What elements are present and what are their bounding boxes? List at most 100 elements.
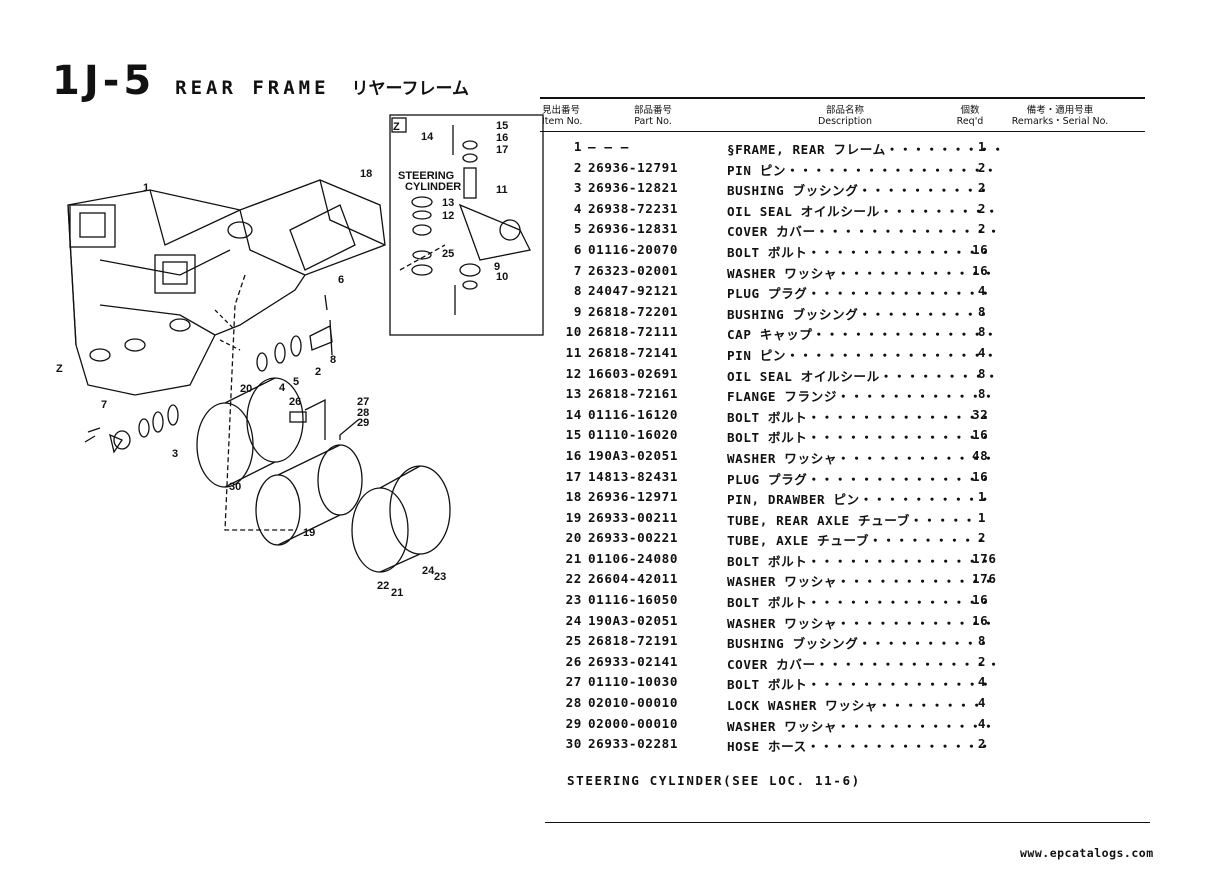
bottom-rule <box>545 822 1150 823</box>
required-quantity: 1 <box>977 489 986 505</box>
part-description: FLANGE フランジ・・・・・・・・・・・・ <box>727 389 996 405</box>
item-number: 20 <box>565 530 582 546</box>
part-number: 02000-00010 <box>588 715 679 731</box>
part-description: PIN ピン・・・・・・・・・・・・・・・・ <box>727 162 998 178</box>
part-number: 01110-10030 <box>588 674 679 690</box>
required-quantity: 4 <box>977 344 986 360</box>
item-number: 17 <box>565 468 582 484</box>
header-description: 部品名称 Description <box>817 105 873 127</box>
item-number: 2 <box>573 159 582 175</box>
required-quantity: 2 <box>977 221 986 237</box>
part-description: BOLT ボルト・・・・・・・・・・・・・・ <box>727 430 993 446</box>
item-number: 23 <box>565 592 582 608</box>
part-number: 24047-92121 <box>588 283 679 299</box>
item-number: 26 <box>565 653 582 669</box>
required-quantity: 32 <box>972 406 989 422</box>
part-number: 26933-02141 <box>588 653 679 669</box>
part-number: ― ― ― <box>588 139 629 154</box>
item-number: 9 <box>573 303 582 319</box>
part-number: 26936-12791 <box>588 159 679 175</box>
part-description: PIN, DRAWBER ピン・・・・・・・・・・ <box>727 492 992 508</box>
part-number: 26604-42011 <box>588 571 679 587</box>
table-row: 18 26936-12971 PIN, DRAWBER ピン・・・・・・・・・・1 <box>540 487 1145 508</box>
required-quantity: 176 <box>972 571 997 587</box>
item-number: 6 <box>573 241 582 257</box>
part-description: BUSHING ブッシング・・・・・・・・・・ <box>727 306 991 322</box>
part-number: 26936-12971 <box>588 489 679 505</box>
exploded-parts-diagram <box>67 114 544 573</box>
required-quantity: 8 <box>977 303 986 319</box>
required-quantity: 8 <box>977 633 986 649</box>
item-number: 16 <box>565 447 582 463</box>
item-number: 29 <box>565 715 582 731</box>
item-number: 30 <box>565 736 582 752</box>
part-description: WASHER ワッシャ・・・・・・・・・・・・ <box>727 450 996 466</box>
required-quantity: 4 <box>977 674 986 690</box>
item-number: 1 <box>573 139 582 154</box>
part-number: 26936-12831 <box>588 221 679 237</box>
required-quantity: 2 <box>977 159 986 175</box>
part-description: PLUG プラグ・・・・・・・・・・・・・・ <box>727 286 993 302</box>
part-description: BUSHING ブッシング・・・・・・・・・・ <box>727 636 991 652</box>
required-quantity: 1 <box>977 139 986 154</box>
table-row: 9 26818-72201 BUSHING ブッシング・・・・・・・・・・8 <box>540 302 1145 323</box>
part-number: 190A3-02051 <box>588 612 679 628</box>
section-title-english: REAR FRAME <box>175 77 330 99</box>
item-number: 10 <box>565 324 582 340</box>
part-description: TUBE, REAR AXLE チューブ・・・・・ <box>727 512 976 528</box>
part-description: WASHER ワッシャ・・・・・・・・・・・・ <box>727 265 996 281</box>
part-description: CAP キャップ・・・・・・・・・・・・・・ <box>727 327 998 343</box>
part-number: 01106-24080 <box>588 550 679 566</box>
header-remarks: 備考・適用号車 Remarks・Serial No. <box>1011 105 1109 127</box>
item-number: 27 <box>565 674 582 690</box>
table-header: 見出番号 Item No. 部品番号 Part No. 部品名称 Descrip… <box>540 97 1145 132</box>
header-required-qty: 個数 Req'd <box>956 105 984 127</box>
item-number: 7 <box>573 262 582 278</box>
part-description: BOLT ボルト・・・・・・・・・・・・・・ <box>727 244 993 260</box>
section-code: 1J-5 <box>52 58 156 104</box>
item-number: 14 <box>565 406 582 422</box>
required-quantity: 16 <box>972 241 989 257</box>
required-quantity: 2 <box>977 180 986 196</box>
part-description: BOLT ボルト・・・・・・・・・・・・・・ <box>727 553 993 569</box>
steering-cylinder-note: STEERING CYLINDER(SEE LOC. 11-6) <box>567 773 861 788</box>
item-number: 11 <box>565 344 582 360</box>
axle-tubes-drawing <box>196 377 451 573</box>
part-description: BUSHING ブッシング・・・・・・・・・・ <box>727 183 991 199</box>
item-number: 18 <box>565 489 582 505</box>
required-quantity: 1 <box>977 509 986 525</box>
part-description: COVER カバー・・・・・・・・・・・・・・ <box>727 224 1001 240</box>
required-quantity: 16 <box>972 592 989 608</box>
rear-frame-drawing <box>67 179 386 531</box>
required-quantity: 16 <box>972 468 989 484</box>
parts-list-table: 見出番号 Item No. 部品番号 Part No. 部品名称 Descrip… <box>540 97 1145 755</box>
item-number: 28 <box>565 695 582 711</box>
part-description: HOSE ホース・・・・・・・・・・・・・・ <box>727 739 992 755</box>
part-description: OIL SEAL オイルシール・・・・・・・・・ <box>727 203 999 219</box>
part-description: WASHER ワッシャ・・・・・・・・・・・・ <box>727 574 996 590</box>
item-number: 24 <box>565 612 582 628</box>
section-title-japanese: リヤーフレーム <box>351 79 470 99</box>
item-number: 15 <box>565 427 582 443</box>
required-quantity: 16 <box>972 262 989 278</box>
part-number: 26818-72201 <box>588 303 679 319</box>
required-quantity: 8 <box>977 365 986 381</box>
